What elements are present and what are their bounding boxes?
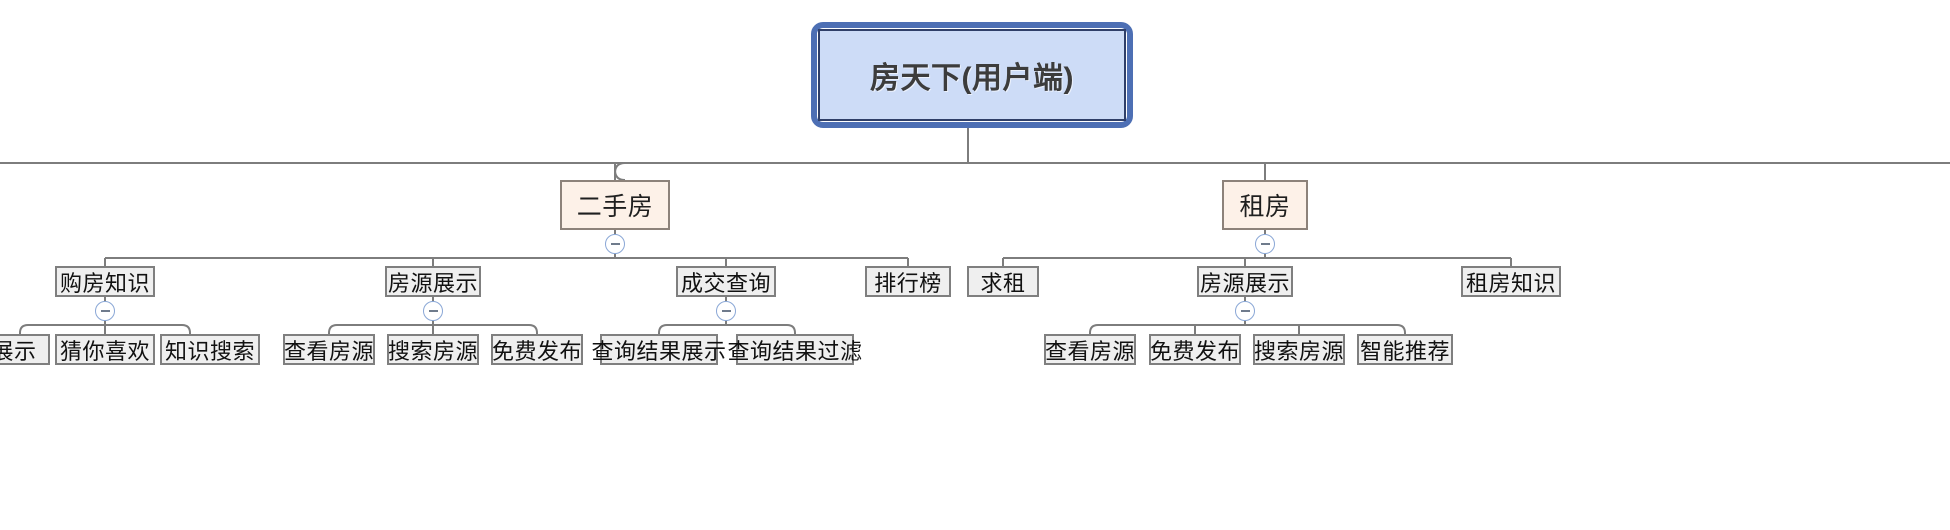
toggle-chengjiaochaxun[interactable] <box>716 301 736 321</box>
node-sousuofangyuan-esf[interactable]: 搜索房源 <box>387 334 479 365</box>
toggle-ershoufang[interactable] <box>605 234 625 254</box>
node-zhinengtuijian[interactable]: 智能推荐 <box>1357 334 1453 365</box>
node-chakanfangyuan-zf[interactable]: 查看房源 <box>1044 334 1136 365</box>
node-cainixihuan[interactable]: 猜你喜欢 <box>55 334 155 365</box>
node-chaxunjieguoguolv[interactable]: 查询结果过滤 <box>728 334 862 365</box>
link-fyzs2-rail <box>1089 324 1406 334</box>
minus-icon <box>1260 243 1270 245</box>
node-chengjiaochaxun[interactable]: 成交查询 <box>676 266 776 297</box>
node-fangyuanzhanshi-esf[interactable]: 房源展示 <box>385 266 481 297</box>
toggle-goufangzhishi[interactable] <box>95 301 115 321</box>
node-goufangzhishi[interactable]: 购房知识 <box>55 266 155 297</box>
node-mianfeifabu-zf[interactable]: 免费发布 <box>1149 334 1241 365</box>
link-rail-esf-a <box>614 163 626 181</box>
toggle-zufang[interactable] <box>1255 234 1275 254</box>
node-mianfeifabu-esf[interactable]: 免费发布 <box>491 334 583 365</box>
node-zufangzhishi[interactable]: 租房知识 <box>1461 266 1561 297</box>
minus-icon <box>610 243 620 245</box>
link-cjcx-rail <box>658 324 796 334</box>
node-chakanfangyuan-esf[interactable]: 查看房源 <box>283 334 375 365</box>
minus-icon <box>721 310 731 312</box>
node-ershoufang[interactable]: 二手房 <box>560 180 670 230</box>
node-fangyuanzhanshi-zf[interactable]: 房源展示 <box>1197 266 1293 297</box>
root-selection-outline <box>811 22 1133 128</box>
node-sousuofangyuan-zf[interactable]: 搜索房源 <box>1253 334 1345 365</box>
minus-icon <box>100 310 110 312</box>
node-zufang[interactable]: 租房 <box>1222 180 1308 230</box>
link-fyzs1-rail <box>328 324 538 334</box>
link-rail-esf <box>614 162 626 180</box>
node-chaxunjieguozhanshi[interactable]: 查询结果展示 <box>592 334 726 365</box>
node-zhishisousuo[interactable]: 知识搜索 <box>160 334 260 365</box>
node-paihangbang[interactable]: 排行榜 <box>865 266 951 297</box>
toggle-fangyuanzhanshi-zf[interactable] <box>1235 301 1255 321</box>
minus-icon <box>1240 310 1250 312</box>
node-zhishizhanshi[interactable]: 展示 <box>0 334 50 365</box>
node-root[interactable]: 房天下(用户端) <box>818 29 1126 121</box>
node-qiuzu[interactable]: 求租 <box>967 266 1039 297</box>
toggle-fangyuanzhanshi-esf[interactable] <box>423 301 443 321</box>
minus-icon <box>428 310 438 312</box>
link-gfzs-rail <box>19 324 191 334</box>
